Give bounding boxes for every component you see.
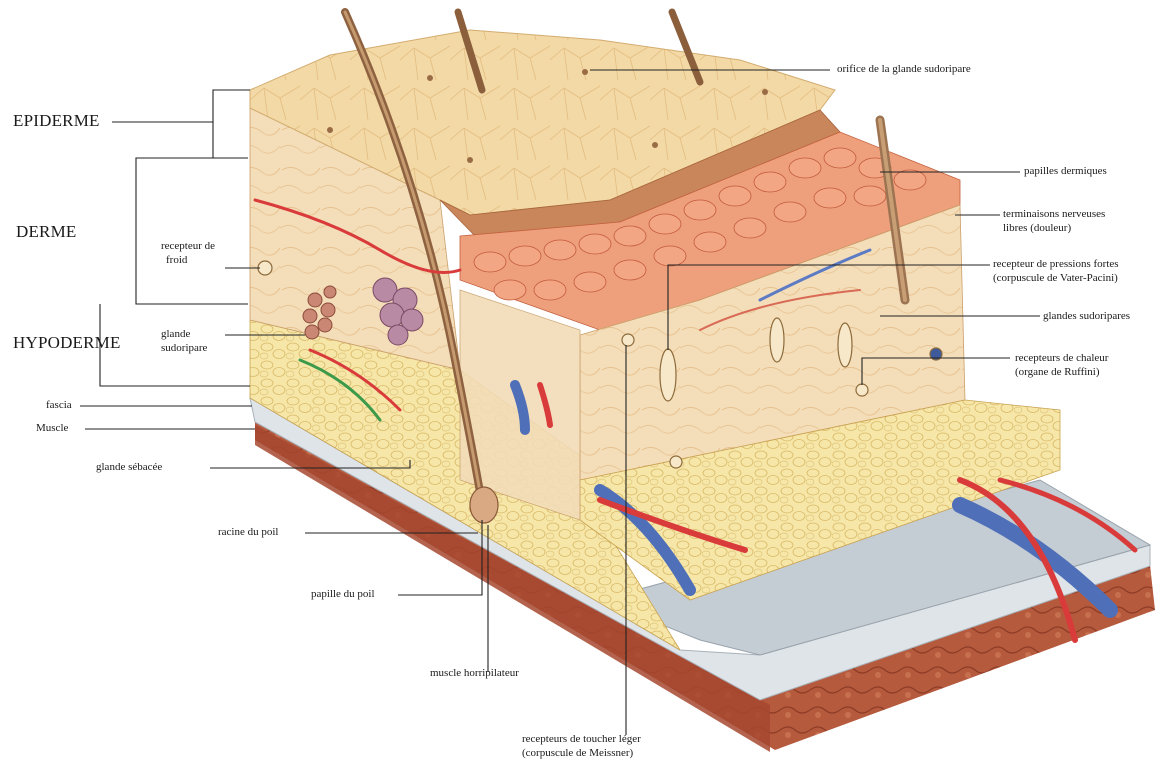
- label-terminaisons-2: libres (douleur): [1003, 222, 1071, 235]
- label-glande-sudoripare-1: glande: [161, 328, 190, 341]
- label-chaleur-1: recepteurs de chaleur: [1015, 352, 1108, 365]
- label-muscle-horripilateur: muscle horripilateur: [430, 667, 519, 680]
- label-pressions-1: recepteur de pressions fortes: [993, 258, 1119, 271]
- layer-label-derme: DERME: [16, 222, 77, 242]
- label-orifice-glande: orifice de la glande sudoripare: [837, 63, 971, 76]
- label-papilles-dermiques: papilles dermiques: [1024, 165, 1107, 178]
- label-toucher-2: (corpuscule de Meissner): [522, 747, 633, 760]
- label-glandes-sudoripares: glandes sudoripares: [1043, 310, 1130, 323]
- label-papille-poil: papille du poil: [311, 588, 375, 601]
- label-terminaisons-1: terminaisons nerveuses: [1003, 208, 1105, 221]
- layer-label-hypoderme: HYPODERME: [13, 333, 121, 353]
- label-froid-2: froid: [166, 254, 187, 267]
- label-pressions-2: (corpuscule de Vater-Pacini): [993, 272, 1118, 285]
- layer-label-fascia: fascia: [46, 399, 72, 412]
- layer-label-epiderme: EPIDERME: [13, 111, 100, 131]
- label-froid-1: recepteur de: [161, 240, 215, 253]
- label-racine-poil: racine du poil: [218, 526, 278, 539]
- label-chaleur-2: (organe de Ruffini): [1015, 366, 1100, 379]
- layer-label-muscle: Muscle: [36, 422, 68, 435]
- label-glande-sebacee: glande sébacée: [96, 461, 162, 474]
- label-toucher-1: recepteurs de toucher léger: [522, 733, 641, 746]
- hair-root-bulb: [470, 487, 498, 523]
- label-glande-sudoripare-2: sudoripare: [161, 342, 207, 355]
